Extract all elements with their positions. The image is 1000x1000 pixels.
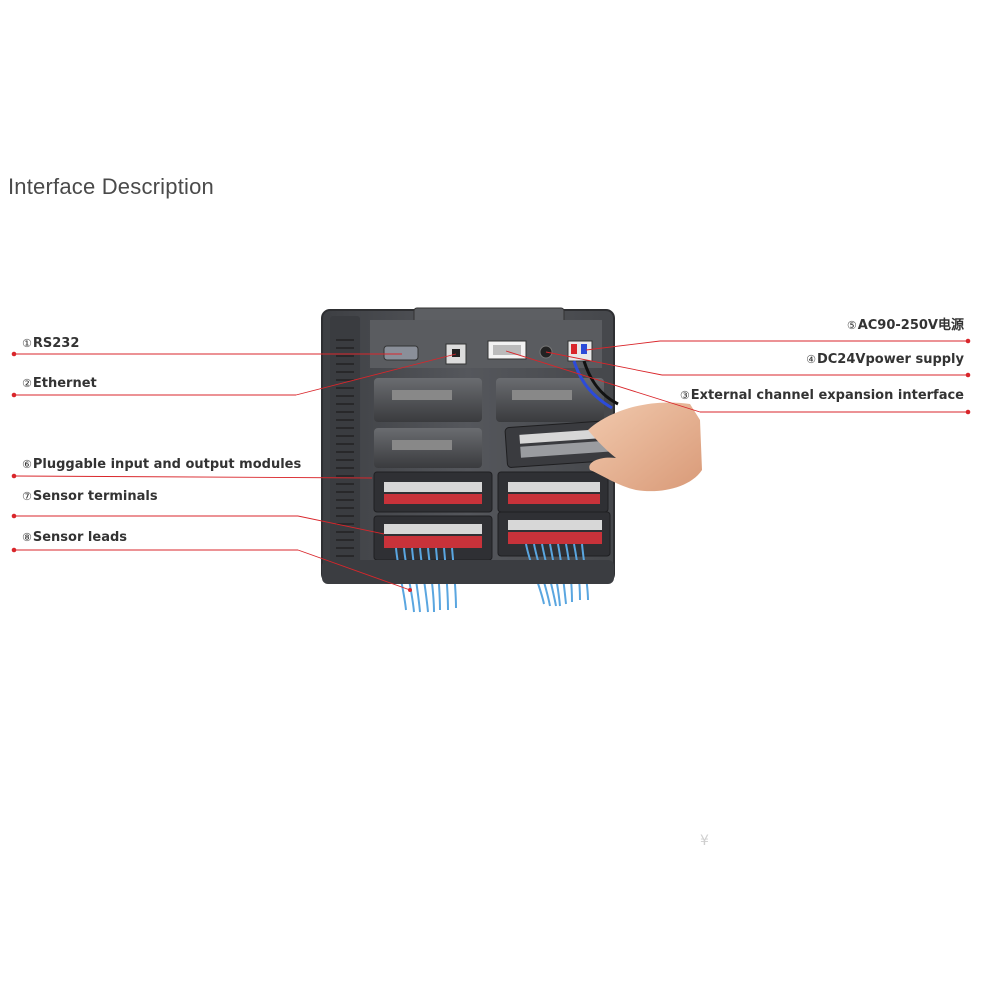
- footer-mark: ¥: [700, 833, 709, 849]
- label-text: DC24Vpower supply: [816, 352, 964, 367]
- leader-line-dots: [11, 338, 971, 592]
- label-text: AC90-250V电源: [857, 318, 964, 333]
- label-dc24v-power: ④DC24Vpower supply: [806, 352, 964, 368]
- label-rs232: ①RS232: [22, 336, 79, 352]
- label-number: ⑤: [846, 319, 857, 332]
- label-sensor-leads: ⑧Sensor leads: [22, 530, 127, 546]
- terminal-module: [373, 471, 493, 513]
- device-body: [321, 307, 632, 583]
- hand-image: [588, 402, 702, 492]
- label-expansion-interface: ③External channel expansion interface: [680, 388, 964, 404]
- device-base: [322, 560, 614, 584]
- label-number: ④: [806, 353, 816, 366]
- power-cables: [572, 360, 619, 410]
- label-ethernet: ②Ethernet: [22, 376, 97, 392]
- rs232-port: [383, 345, 419, 361]
- label-ac-power: ⑤AC90-250V电源: [847, 318, 964, 334]
- label-text: Sensor leads: [32, 530, 128, 545]
- label-number: ⑥: [22, 458, 32, 471]
- label-number: ②: [22, 377, 32, 390]
- label-number: ③: [679, 389, 690, 402]
- vent-slots: [336, 339, 354, 557]
- terminal-module: [497, 471, 609, 513]
- label-text: Ethernet: [32, 376, 97, 391]
- label-number: ①: [22, 337, 32, 350]
- label-text: RS232: [32, 336, 80, 351]
- label-text: Sensor terminals: [32, 489, 158, 504]
- terminal-module: [497, 511, 611, 557]
- terminal-module: [373, 515, 493, 561]
- label-sensor-terminals: ⑦Sensor terminals: [22, 489, 158, 505]
- label-number: ⑧: [22, 531, 32, 544]
- page-title: Interface Description: [8, 174, 214, 199]
- label-pluggable-modules: ⑥Pluggable input and output modules: [22, 457, 301, 473]
- label-text: External channel expansion interface: [690, 388, 964, 403]
- label-text: Pluggable input and output modules: [32, 457, 302, 472]
- leader-lines: [13, 340, 968, 591]
- label-number: ⑦: [22, 490, 32, 503]
